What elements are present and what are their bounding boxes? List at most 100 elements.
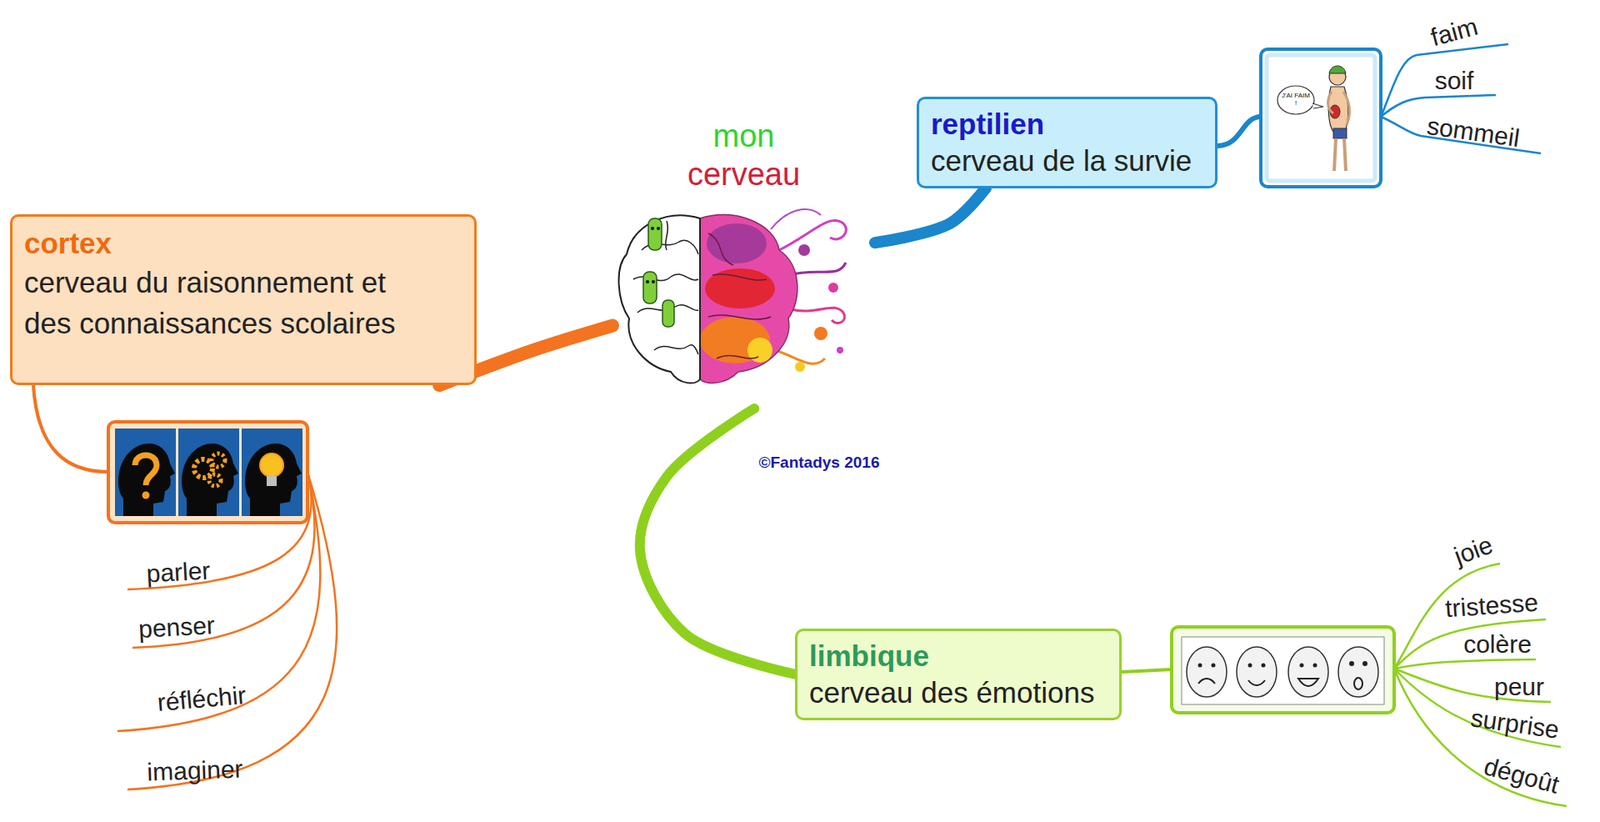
head-silhouette [181,443,239,516]
paint-blob [706,223,767,264]
emotion-faces-picture [1171,626,1395,713]
picture-frame [108,421,308,523]
hungry-person-picture [1260,49,1381,187]
paint-dot [828,282,839,293]
thinking-heads-picture [108,421,308,523]
test-tube-figure [643,218,675,327]
leaf-word: faim [1427,12,1480,52]
leaf-word: sommeil [1425,111,1521,152]
person-legs [1334,138,1346,171]
swirl [779,220,846,250]
eye [1313,663,1318,668]
face-mouths [1198,677,1363,690]
node-body: cerveau des émotions [809,674,1108,711]
leaf-lines [1380,44,1541,154]
eye [1349,660,1355,666]
node-heading: cortex [24,225,463,262]
swirl [787,262,846,275]
brain-midline [699,218,701,380]
picture-frame [1260,49,1381,187]
face [1338,646,1379,697]
node-heading: reptilien [930,105,1204,143]
paint-dot [795,361,805,372]
eye [1362,660,1368,666]
leaf-word: joie [1450,530,1496,570]
question-mark [135,455,157,485]
eye [1248,663,1253,668]
branch-line [1121,669,1172,672]
figure-eye [645,280,650,284]
swirl [775,350,825,364]
leaf-word: parler [145,556,211,588]
eye [1300,663,1305,668]
head-silhouette [118,443,175,516]
mouth [1354,677,1363,690]
node-body: cerveau [612,155,875,195]
head-icon [245,443,302,516]
picture-inner-frame [1266,55,1375,181]
person-cap [1329,65,1346,74]
figure-eye [650,226,655,230]
picture-frame [1171,626,1395,713]
face [1186,646,1227,697]
light-bulb [260,453,284,477]
node-heading: mon [612,117,875,156]
leaf-word: imaginer [146,755,244,786]
leaf-line [1394,659,1536,669]
left-hemisphere [619,215,700,384]
leaf-lines [1394,563,1567,806]
node-body: cerveau de la survie [930,142,1204,180]
gear [194,459,213,478]
head-icon [181,443,239,516]
figure-eye [656,226,660,230]
eye [1211,663,1216,668]
node-body: cerveau du raisonnement et des connaissa… [24,261,416,344]
leaf-line [1380,44,1509,117]
paint-dot [814,326,828,340]
face [1236,646,1277,697]
icon-panel [241,428,303,516]
swirl [787,307,845,323]
person-shorts [1333,128,1347,139]
leaf-word: tristesse [1444,588,1540,623]
copyright-note: ©Fantadys 2016 [759,454,880,472]
speech-bubble [1277,85,1315,115]
swirl [770,209,821,230]
figure-eye [651,280,655,284]
leaf-word: soif [1435,66,1475,95]
leaf-word: réfléchir [155,680,247,716]
leaf-word: penser [137,610,215,643]
eye [1261,663,1266,668]
leaf-line [1394,668,1551,702]
figure-body [662,300,675,327]
head-icon [118,443,175,516]
branch-box: limbiquecerveau des émotions [795,628,1122,720]
paint-dot [836,346,844,354]
icon-panel [178,428,240,516]
leaf-word: surprise [1469,703,1561,744]
mouth [1298,678,1319,686]
figure-body [648,218,662,250]
leaf-word: dégoût [1480,751,1562,799]
gear [209,474,221,486]
central-topic: moncerveau [612,112,875,409]
mouth [1248,680,1265,685]
person-arms [1328,91,1350,125]
branch-connector [875,188,986,244]
face-eyes [1198,660,1369,668]
branch-box: reptiliencerveau de la survie [916,96,1218,189]
leaf-line [1394,668,1567,806]
mouth [1198,678,1215,684]
icon-panel [115,428,176,516]
speech-text: J'AI FAIM ! [1281,92,1310,108]
figure-body [643,271,657,304]
brain-fold [708,233,771,359]
branch-line [33,385,109,472]
speech-tail [1312,103,1324,109]
faces [1186,646,1379,697]
leaf-line [1394,619,1546,669]
eye [1198,663,1203,668]
question-dot [142,491,150,500]
